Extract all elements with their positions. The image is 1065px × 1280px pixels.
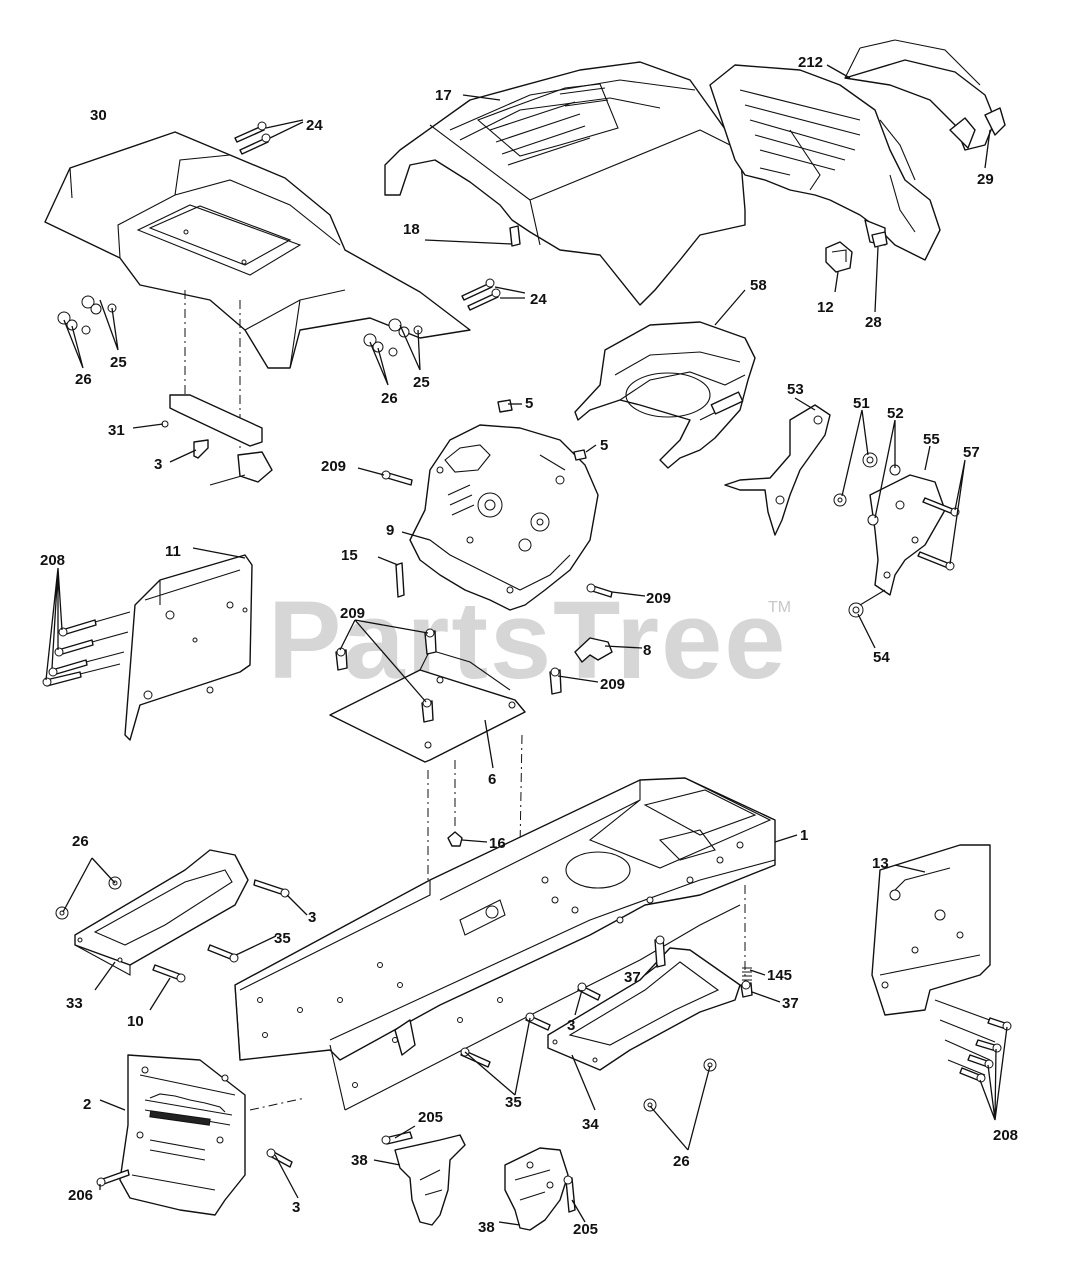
part-53-bracket [724,404,831,536]
label-208: 208 [993,1127,1018,1144]
label-209: 209 [321,458,346,475]
label-26: 26 [72,833,89,850]
part-9-dash-panel [409,424,599,611]
fasteners-37-145-3-35 [460,935,753,1112]
label-2: 2 [83,1096,91,1113]
part-38-bracket-left [381,1131,466,1226]
label-11: 11 [165,543,181,560]
part-17-hood [384,61,746,306]
fasteners-208-right [934,999,1012,1083]
part-15-pin [395,562,405,598]
part-38-bracket-right [504,1147,576,1231]
label-15: 15 [341,547,358,564]
label-16: 16 [489,835,506,852]
fasteners-206-3 [96,1148,293,1187]
label-26: 26 [381,390,398,407]
fasteners-209-lower [335,628,562,723]
label-3: 3 [308,909,316,926]
fasteners-25-26-left [57,295,117,335]
label-25: 25 [110,354,127,371]
watermark-trademark: TM [768,599,791,616]
label-3: 3 [292,1199,300,1216]
label-28: 28 [865,314,882,331]
label-9: 9 [386,522,394,539]
label-212: 212 [798,54,823,71]
part-8-clip [574,637,613,663]
label-51: 51 [853,395,870,412]
part-30-fender [44,131,471,450]
label-53: 53 [787,381,804,398]
label-30: 30 [90,107,107,124]
label-26: 26 [673,1153,690,1170]
label-58: 58 [750,277,767,294]
label-6: 6 [488,771,496,788]
part-labels: 30 24 17 212 29 18 24 12 28 25 26 25 26 … [40,54,1018,1238]
part-16-nut [447,831,463,847]
label-18: 18 [403,221,420,238]
fasteners-209-upper [381,470,613,598]
label-37: 37 [782,995,799,1012]
part-33-axle-support [74,849,249,976]
label-31: 31 [108,422,125,439]
label-33: 33 [66,995,83,1012]
label-5: 5 [525,395,533,412]
fasteners-51-52-57 [833,452,960,618]
part-2-front-plate [119,1054,246,1216]
label-57: 57 [963,444,980,461]
label-37: 37 [624,969,641,986]
label-25: 25 [413,374,430,391]
label-8: 8 [643,642,651,659]
part-12-bumper [825,241,853,273]
fasteners-208-left [42,611,131,687]
label-29: 29 [977,171,994,188]
label-17: 17 [435,87,452,104]
label-209: 209 [600,676,625,693]
label-52: 52 [887,405,904,422]
fasteners-24-lower [461,278,501,311]
label-55: 55 [923,431,940,448]
label-10: 10 [127,1013,144,1030]
part-grille-housing [709,64,941,261]
fasteners-5 [497,399,587,461]
leader-lines [45,64,1008,1226]
label-209: 209 [646,590,671,607]
label-12: 12 [817,299,834,316]
label-1: 1 [800,827,808,844]
fasteners-24-upper [234,121,271,155]
part-58-heat-shield [574,321,756,469]
label-35: 35 [274,930,291,947]
label-38: 38 [351,1152,368,1169]
label-3: 3 [567,1017,575,1034]
label-24: 24 [530,291,547,308]
label-35: 35 [505,1094,522,1111]
label-34: 34 [582,1116,599,1133]
label-3: 3 [154,456,162,473]
part-11-side-plate [124,554,253,741]
label-206: 206 [68,1187,93,1204]
label-13: 13 [872,855,889,872]
label-205: 205 [573,1221,598,1238]
label-208: 208 [40,552,65,569]
label-24: 24 [306,117,323,134]
part-55-bracket [869,474,946,596]
label-205: 205 [418,1109,443,1126]
part-1-frame [234,777,776,1111]
part-13-side-plate [871,844,991,1016]
part-28-clip [871,231,888,248]
label-5: 5 [600,437,608,454]
label-38: 38 [478,1219,495,1236]
label-54: 54 [873,649,890,666]
label-209: 209 [340,605,365,622]
part-212-hood-insert [844,39,1006,151]
label-26: 26 [75,371,92,388]
part-31-bracket [161,394,273,486]
label-145: 145 [767,967,792,984]
